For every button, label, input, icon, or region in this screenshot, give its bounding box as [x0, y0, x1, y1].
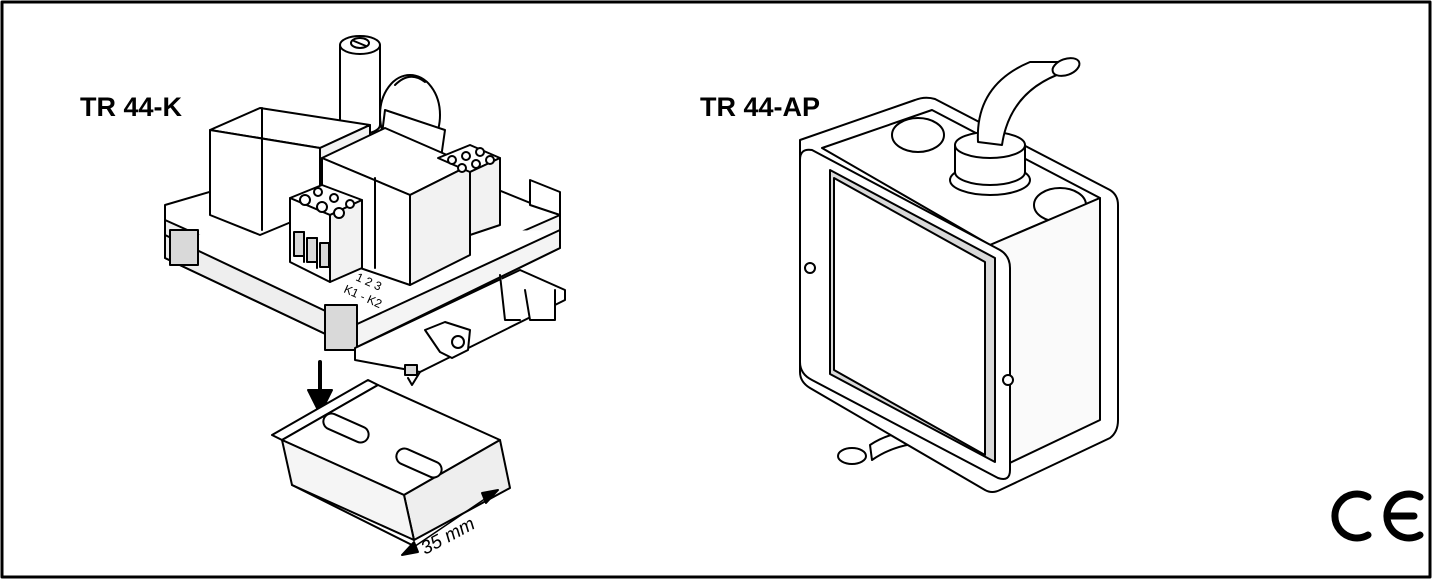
din-rail [271, 379, 511, 556]
tr44k-module: 1 2 3 K1 - K2 [164, 35, 566, 386]
tr44k-fuse-holder [339, 35, 381, 135]
label-tr44k: TR 44-K [80, 92, 183, 122]
tr44k-terminal-block-front [289, 184, 363, 283]
tr44k-din-clip [354, 269, 566, 386]
ce-mark-icon [1331, 490, 1424, 542]
label-tr44ap: TR 44-AP [700, 92, 821, 122]
tr44ap-enclosure [799, 57, 1119, 493]
tr44ap-front-lid [799, 148, 1014, 480]
mount-arrow-icon [307, 360, 333, 415]
tr44k-terminal-block-rear [437, 144, 501, 236]
tr44ap-cable-gland [949, 57, 1081, 196]
